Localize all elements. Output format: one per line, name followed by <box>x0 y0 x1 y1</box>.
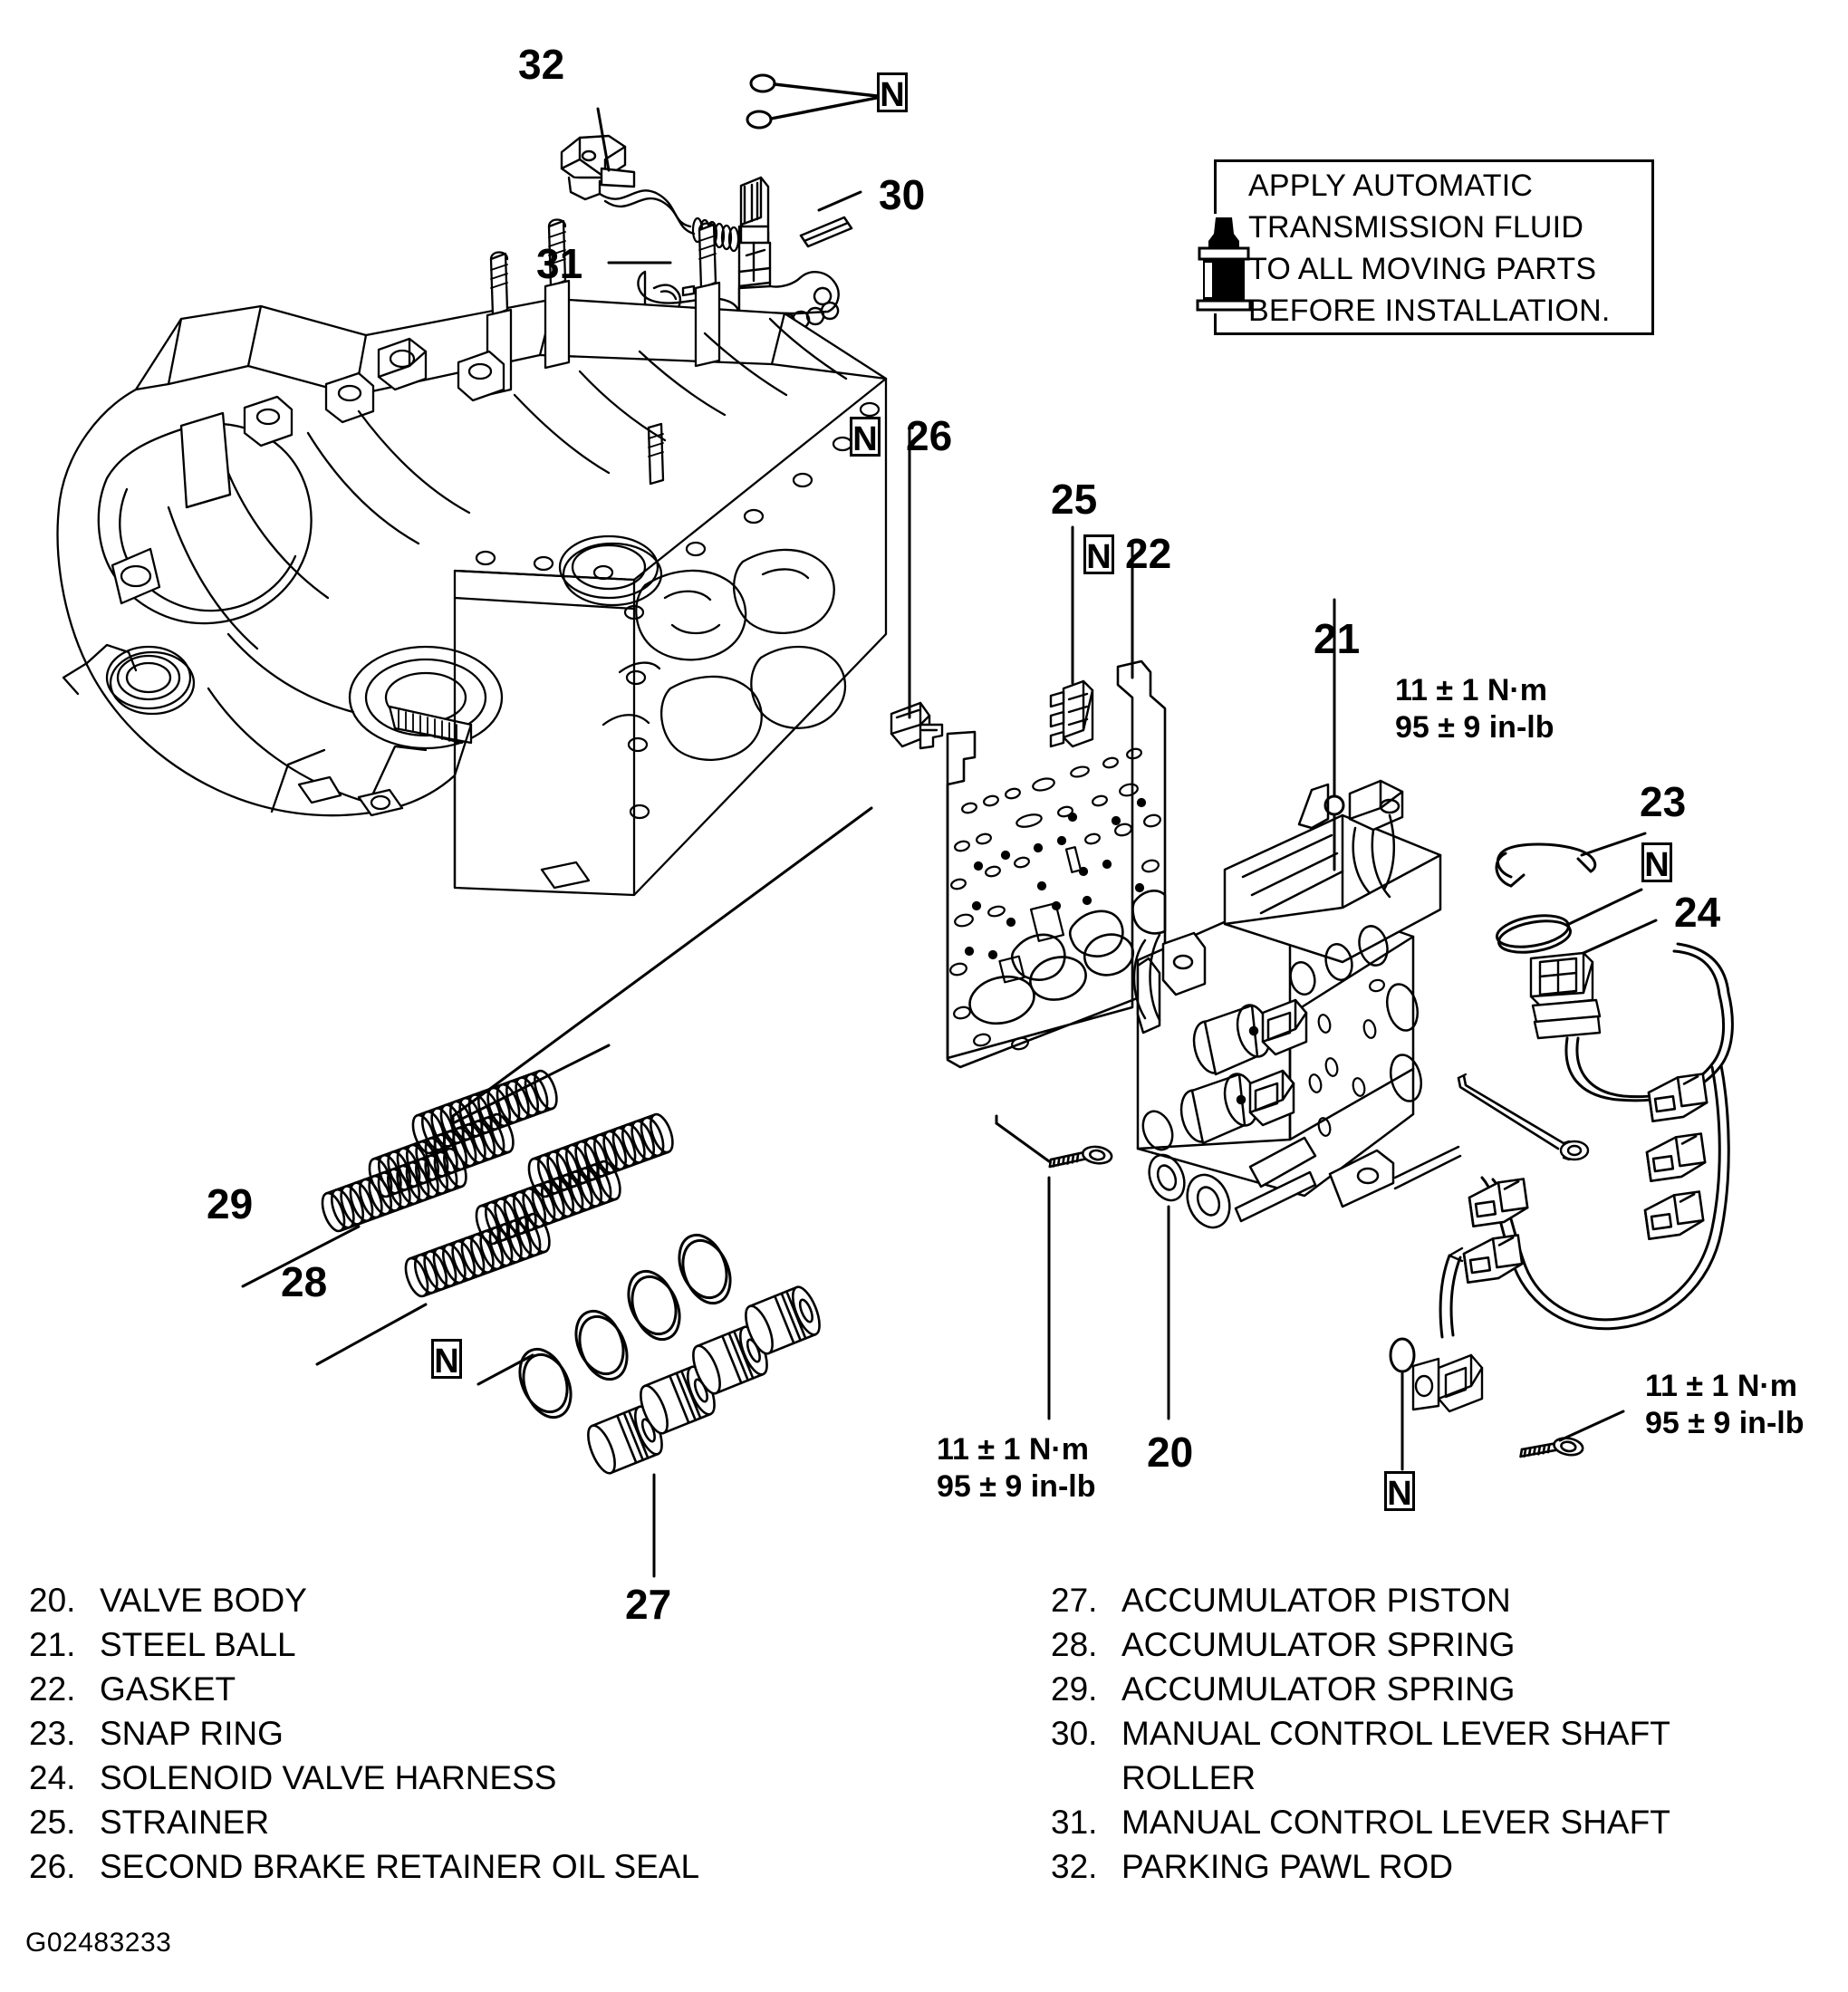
n-marker-accumulator-oring: N <box>431 1339 462 1381</box>
legend-left-column: 20. VALVE BODY 21. STEEL BALL 22. GASKET… <box>29 1578 899 1889</box>
n-marker-top-leaders <box>746 73 879 130</box>
torque-spec-valve-body: 11 ± 1 N·m 95 ± 9 in-lb <box>1395 672 1554 747</box>
n-marker-bottom-leader <box>1389 1337 1416 1471</box>
oil-bottle-icon <box>1192 214 1256 313</box>
legend-item-30-continued: ROLLER <box>1121 1759 1256 1796</box>
callout-32: 32 <box>518 41 565 88</box>
torque-imperial: 95 ± 9 in-lb <box>937 1469 1096 1505</box>
note-line-1: APPLY AUTOMATIC <box>1248 168 1534 203</box>
callout-29: 29 <box>207 1180 254 1227</box>
n-marker-oring: N <box>1641 842 1672 884</box>
torque-spec-harness-bolt: 11 ± 1 N·m 95 ± 9 in-lb <box>1645 1368 1804 1443</box>
callout-28: 28 <box>281 1258 328 1305</box>
note-text: APPLY AUTOMATIC TRANSMISSION FLUID TO AL… <box>1248 165 1674 332</box>
solenoid-harness-oring-art <box>1496 888 1643 954</box>
legend-num: 29. <box>1051 1670 1098 1708</box>
legend-item-21: 21. STEEL BALL <box>29 1622 899 1667</box>
legend-num: 32. <box>1051 1848 1098 1885</box>
torque-metric: 11 ± 1 N·m <box>937 1432 1089 1467</box>
legend-num: 24. <box>29 1759 76 1796</box>
legend-num: 22. <box>29 1670 76 1708</box>
note-line-4: BEFORE INSTALLATION. <box>1248 294 1611 328</box>
second-brake-retainer-oil-seal-art <box>890 426 944 750</box>
legend-num: 26. <box>29 1848 76 1885</box>
callout-31: 31 <box>536 240 583 287</box>
callout-30: 30 <box>879 171 926 218</box>
legend-item-28: 28. ACCUMULATOR SPRING <box>1051 1622 1848 1667</box>
n-marker-top: N <box>877 72 908 114</box>
legend-item-30: 30. MANUAL CONTROL LEVER SHAFT <box>1051 1711 1848 1756</box>
valve-body-bolt-art <box>995 1114 1114 1420</box>
accumulator-pistons-art <box>476 1233 826 1578</box>
legend-item-27: 27. ACCUMULATOR PISTON <box>1051 1578 1848 1622</box>
legend-label: MANUAL CONTROL LEVER SHAFT <box>1121 1715 1670 1752</box>
note-line-3: TO ALL MOVING PARTS <box>1248 252 1597 286</box>
legend-item-20: 20. VALVE BODY <box>29 1578 899 1622</box>
strainer-art <box>1049 525 1094 748</box>
transmission-case-art <box>56 218 888 897</box>
legend-item-29: 29. ACCUMULATOR SPRING <box>1051 1667 1848 1711</box>
legend-num: 31. <box>1051 1804 1098 1841</box>
legend-item-25: 25. STRAINER <box>29 1800 899 1844</box>
valve-body-art <box>1132 598 1462 1420</box>
snap-ring-art <box>1495 832 1647 888</box>
callout-26: 26 <box>906 412 953 459</box>
legend-label: ACCUMULATOR SPRING <box>1121 1670 1516 1708</box>
legend-label: ACCUMULATOR PISTON <box>1121 1582 1511 1619</box>
legend-num: 27. <box>1051 1582 1098 1619</box>
legend-item-26: 26. SECOND BRAKE RETAINER OIL SEAL <box>29 1844 899 1889</box>
figure-code: G02483233 <box>25 1928 172 1958</box>
torque-spec-bolt-left: 11 ± 1 N·m 95 ± 9 in-lb <box>937 1431 1095 1506</box>
legend-label: PARKING PAWL ROD <box>1121 1848 1453 1885</box>
n-marker-26: N <box>850 417 881 458</box>
legend-label: SECOND BRAKE RETAINER OIL SEAL <box>100 1848 700 1885</box>
callout-22: 22 <box>1125 530 1172 577</box>
legend-label: GASKET <box>100 1670 236 1708</box>
callout-23: 23 <box>1640 778 1687 825</box>
legend-label: SOLENOID VALVE HARNESS <box>100 1759 557 1796</box>
callout-25: 25 <box>1051 476 1098 523</box>
legend-item-31: 31. MANUAL CONTROL LEVER SHAFT <box>1051 1800 1848 1844</box>
legend-item-22: 22. GASKET <box>29 1667 899 1711</box>
legend-num: 30. <box>1051 1715 1098 1752</box>
n-marker-steel-ball: N <box>1384 1471 1415 1513</box>
legend-right-column: 27. ACCUMULATOR PISTON 28. ACCUMULATOR S… <box>1051 1578 1848 1889</box>
gasket-art <box>946 542 1167 1069</box>
accumulator-springs-art <box>241 1066 679 1366</box>
legend-label: MANUAL CONTROL LEVER SHAFT <box>1121 1804 1670 1841</box>
callout-21: 21 <box>1314 615 1361 662</box>
callout-27: 27 <box>625 1581 672 1628</box>
legend-label: STEEL BALL <box>100 1626 296 1663</box>
torque-metric: 11 ± 1 N·m <box>1645 1369 1797 1403</box>
legend-label: STRAINER <box>100 1804 270 1841</box>
legend-num: 20. <box>29 1582 76 1619</box>
legend-item-24: 24. SOLENOID VALVE HARNESS <box>29 1756 899 1800</box>
note-line-2: TRANSMISSION FLUID <box>1248 210 1584 245</box>
manual-lever-shaft-roller-art <box>799 190 862 248</box>
solenoid-valve-harness-art <box>1411 919 1734 1413</box>
n-marker-22: N <box>1083 534 1114 576</box>
callout-20: 20 <box>1147 1429 1194 1476</box>
legend-item-32: 32. PARKING PAWL ROD <box>1051 1844 1848 1889</box>
legend-num: 28. <box>1051 1626 1098 1663</box>
torque-imperial: 95 ± 9 in-lb <box>1395 710 1554 746</box>
torque-imperial: 95 ± 9 in-lb <box>1645 1406 1805 1441</box>
legend-num: 23. <box>29 1715 76 1752</box>
legend-label: SNAP RING <box>100 1715 284 1752</box>
legend-num: 25. <box>29 1804 76 1841</box>
legend-label: ACCUMULATOR SPRING <box>1121 1626 1516 1663</box>
legend-label: VALVE BODY <box>100 1582 307 1619</box>
parking-pawl-rod-art <box>560 107 770 279</box>
harness-bolt-art <box>1519 1410 1625 1468</box>
legend-item-23: 23. SNAP RING <box>29 1711 899 1756</box>
callout-24: 24 <box>1674 889 1721 936</box>
legend-num: 21. <box>29 1626 76 1663</box>
torque-metric: 11 ± 1 N·m <box>1395 673 1547 707</box>
